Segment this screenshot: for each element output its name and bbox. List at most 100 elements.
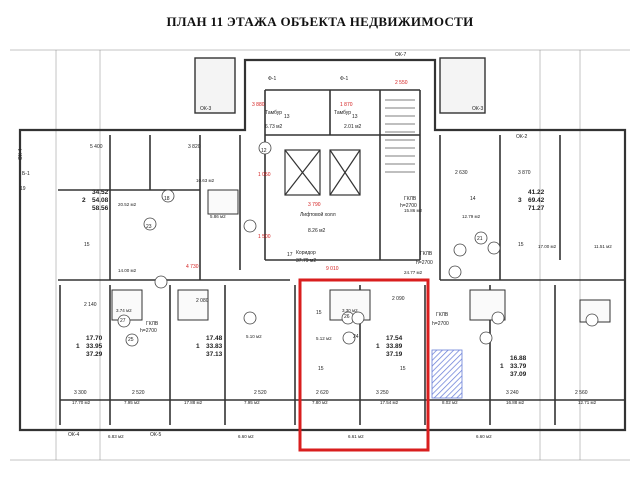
dim-9010: 9 010 bbox=[326, 266, 339, 272]
room-area-r19: 6.83 м2 bbox=[108, 434, 124, 439]
room-area-r21: 6.61 м2 bbox=[348, 434, 364, 439]
dim-2520b: 2 520 bbox=[254, 390, 267, 396]
tambur2-area: 2.01 м2 bbox=[344, 124, 362, 130]
gklv3-label: ГКЛВ bbox=[146, 321, 159, 327]
dim-3790: 3 790 bbox=[308, 202, 321, 208]
apt3-total: 33.95 bbox=[86, 343, 103, 350]
ok7-label: ОК-7 bbox=[395, 52, 406, 58]
room-area-r24: 5.10 м2 bbox=[246, 334, 262, 339]
room-area-r11: 7.95 м2 bbox=[124, 400, 140, 405]
tambur1-label: Тамбур bbox=[265, 110, 282, 116]
room-area-r6: 17.00 м2 bbox=[538, 244, 557, 249]
room-numbers: 19 15 15 14 13 13 17 15 15 15 26 24 25 2… bbox=[20, 114, 524, 372]
apt5-living: 17.54 bbox=[386, 335, 403, 342]
gklv1-label: ГКЛВ bbox=[404, 196, 417, 202]
room-num-17: 17 bbox=[287, 252, 293, 258]
apt2-total: 69.42 bbox=[528, 197, 545, 204]
room-area-r20: 6.60 м2 bbox=[238, 434, 254, 439]
apt5-full: 37.19 bbox=[386, 351, 403, 358]
plan-title: ПЛАН 11 ЭТАЖА ОБЪЕКТА НЕДВИЖИМОСТИ bbox=[166, 14, 474, 29]
room-area-r22: 6.60 м2 bbox=[476, 434, 492, 439]
room-area-r23: 3.30 м2 bbox=[342, 308, 358, 313]
corridor-label: Коридор bbox=[296, 250, 316, 256]
room-num-19a: 19 bbox=[20, 186, 26, 192]
room-num-15b: 15 bbox=[518, 242, 524, 248]
room-num-12: 12 bbox=[261, 148, 267, 154]
gklv1-h: h=2700 bbox=[400, 203, 417, 209]
apt2-rooms: 3 bbox=[518, 197, 522, 204]
room-area-r16: 8.02 м2 bbox=[442, 400, 458, 405]
room-area-r25: 5.12 м2 bbox=[316, 336, 332, 341]
dim-2520a: 2 520 bbox=[132, 390, 145, 396]
b1-label: Б-1 bbox=[22, 171, 30, 177]
apt5-total: 33.89 bbox=[386, 343, 403, 350]
exterior-walls bbox=[18, 58, 627, 432]
room-area-r9: 24.77 м2 bbox=[404, 270, 423, 275]
room-num-21: 21 bbox=[477, 236, 483, 242]
dim-2560: 2 560 bbox=[575, 390, 588, 396]
staircase bbox=[385, 99, 415, 173]
ok5-bottom: ОК-5 bbox=[150, 432, 161, 438]
corner-balconies bbox=[194, 57, 486, 114]
apt2-full: 71.27 bbox=[528, 205, 545, 212]
dim-3250: 3 250 bbox=[376, 390, 389, 396]
room-area-r15: 17.54 м2 bbox=[380, 400, 399, 405]
corridor-area: 37.79 м2 bbox=[296, 258, 316, 264]
room-num-26: 26 bbox=[344, 314, 350, 320]
room-area-r8: 15.86 м2 bbox=[404, 208, 423, 213]
gklv2-h: h=2700 bbox=[416, 260, 433, 266]
room-area-r17: 16.88 м2 bbox=[506, 400, 525, 405]
room-area-r18: 12.71 м2 bbox=[578, 400, 597, 405]
dim-2620: 2 620 bbox=[316, 390, 329, 396]
gklv2-label: ГКЛВ bbox=[420, 251, 433, 257]
f1a-label: Ф-1 bbox=[268, 76, 276, 82]
apt6-total: 33.79 bbox=[510, 363, 527, 370]
apt1-full: 58.56 bbox=[92, 205, 109, 212]
dim-3300: 3 300 bbox=[74, 390, 87, 396]
ok4-vertical: ОК-4 bbox=[18, 149, 24, 160]
lift-hall-area: 8.26 м2 bbox=[308, 228, 326, 234]
room-num-14a: 14 bbox=[470, 196, 476, 202]
room-num-15c: 15 bbox=[316, 310, 322, 316]
room-num-23: 23 bbox=[146, 224, 152, 230]
ok4-bottom: ОК-4 bbox=[68, 432, 79, 438]
dim-2090: 2 090 bbox=[392, 296, 405, 302]
dim-3820: 3 820 bbox=[188, 144, 201, 150]
room-area-r7: 11.51 м2 bbox=[594, 244, 612, 249]
room-num-15d: 15 bbox=[318, 366, 324, 372]
room-area-r1: 20.52 м2 bbox=[118, 202, 137, 207]
room-num-13a: 13 bbox=[284, 114, 290, 120]
apt1-total: 54.08 bbox=[92, 197, 109, 204]
lift-shafts bbox=[284, 149, 361, 196]
gklv3-h: h=2700 bbox=[140, 328, 157, 334]
room-num-25: 25 bbox=[128, 337, 134, 343]
dim-1050: 1 050 bbox=[258, 172, 271, 178]
ok2-label: ОК-2 bbox=[516, 134, 527, 140]
apt1-living: 34.52 bbox=[92, 189, 109, 196]
highlighted-apartment[interactable] bbox=[298, 278, 430, 452]
room-num-18: 18 bbox=[164, 196, 170, 202]
dim-2550: 2 550 bbox=[395, 80, 408, 86]
hatched-balcony bbox=[431, 349, 463, 399]
room-num-27: 27 bbox=[120, 318, 126, 324]
apt2-living: 41.22 bbox=[528, 189, 545, 196]
room-markers bbox=[117, 141, 599, 347]
axis-grid bbox=[10, 49, 630, 461]
ok3a-label: ОК-3 bbox=[200, 106, 211, 112]
apt4-total: 33.83 bbox=[206, 343, 223, 350]
ok3b-label: ОК-3 bbox=[472, 106, 483, 112]
gklv4-label: ГКЛВ bbox=[436, 312, 449, 318]
dim-3880: 3 880 bbox=[252, 102, 265, 108]
room-num-15a: 15 bbox=[84, 242, 90, 248]
room-area-r10: 17.70 м2 bbox=[72, 400, 91, 405]
apt6-full: 37.09 bbox=[510, 371, 527, 378]
apt3-rooms: 1 bbox=[76, 343, 80, 350]
apt4-full: 37.13 bbox=[206, 351, 223, 358]
dim-4730: 4 730 bbox=[186, 264, 199, 270]
room-area-r13: 7.95 м2 bbox=[244, 400, 260, 405]
tambur1-area: 6.73 м2 bbox=[265, 124, 283, 130]
room-area-r26: 3.74 м2 bbox=[116, 308, 132, 313]
dim-2630: 2 630 bbox=[455, 170, 468, 176]
apt5-rooms: 1 bbox=[376, 343, 380, 350]
